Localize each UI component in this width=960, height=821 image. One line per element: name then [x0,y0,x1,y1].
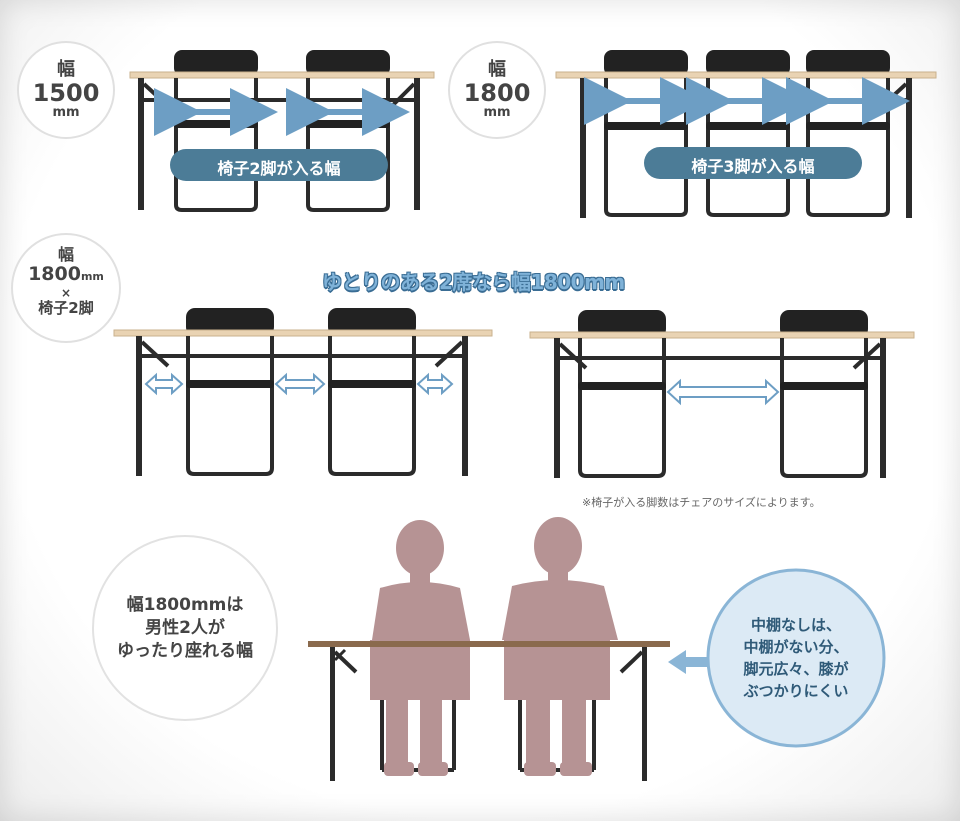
badge-1800-label: 幅 [488,59,506,80]
badge-combo-unit: mm [80,270,104,283]
pill-two-chairs: 椅子2脚が入る幅 [217,159,341,178]
table-1800-3-chairs-illustration [555,50,937,218]
badge-1500-value: 1500 [32,79,100,107]
badge-combo-circle [11,233,121,343]
pointer-arrow [668,650,708,674]
badge-1500-unit: mm [52,105,80,120]
headline: ゆとりのある2席なら幅1800mm [322,270,625,294]
bottom-circle-text: 幅1800mmは 男性2人が ゆったり座れる幅 [105,594,265,663]
blue-circle-line4: ぶつかりにくい [743,682,849,700]
bottom-circle-line2: 男性2人が [145,618,225,638]
blue-circle-line1: 中棚なしは、 [750,616,841,634]
blue-info-circle [706,568,886,748]
bottom-info-circle [92,535,278,721]
table-1500-illustration [129,50,435,212]
bottom-circle-line3: ゆったり座れる幅 [117,641,253,661]
badge-1500-circle [17,41,115,139]
badge-1800-unit: mm [483,105,511,120]
badge-combo-value: 1800 [28,263,81,285]
table-1800-spaced-illustration [529,310,915,478]
bottom-circle-line1: 幅1800mmは [126,595,244,615]
badge-combo-label: 幅 [57,245,74,264]
badge-1500: 幅 1500 mm [28,60,104,120]
people-at-table-illustration [308,517,670,781]
badge-combo: 幅 1800mm × 椅子2脚 [18,245,114,318]
blue-circle-text: 中棚なしは、 中棚がない分、 脚元広々、膝が ぶつかりにくい [716,614,876,702]
chair-size-note: ※椅子が入る脚数はチェアのサイズによります。 [582,496,821,509]
badge-1500-label: 幅 [57,59,75,80]
blue-circle-line3: 脚元広々、膝が [743,660,849,678]
badge-1800: 幅 1800 mm [459,60,535,120]
pill-three-chairs: 椅子3脚が入る幅 [691,157,815,176]
badge-combo-times: × [60,286,72,300]
badge-1800-value: 1800 [463,79,531,107]
badge-combo-chairs: 椅子2脚 [38,299,94,317]
badge-1800-circle [448,41,546,139]
table-1800-2-chairs-illustration [113,308,493,476]
blue-circle-line2: 中棚がない分、 [743,638,849,656]
